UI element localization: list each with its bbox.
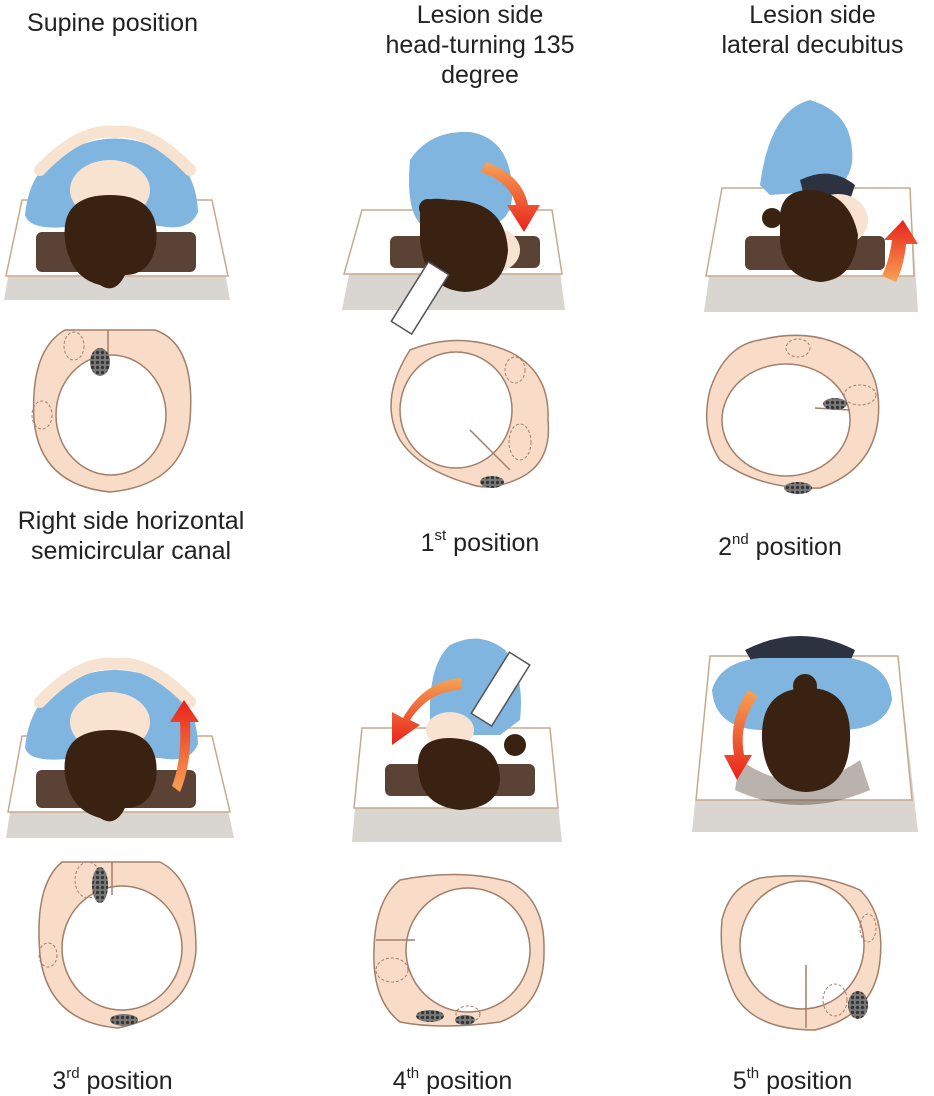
label-4th-position: 4th position — [392, 1064, 513, 1095]
patient-second-position — [704, 100, 918, 312]
label-decubitus-line2: lateral decubitus — [721, 31, 904, 59]
label-1st-position: 1st position — [420, 526, 540, 557]
curved-arrow — [882, 220, 918, 282]
label-head-turn-line3: degree — [441, 61, 519, 89]
canal-third-position — [38, 861, 197, 1029]
curved-arrow — [392, 678, 462, 745]
face — [426, 712, 474, 748]
label-canal-line2: semicircular canal — [30, 537, 232, 565]
label-canal-line1: Right side horizontal — [17, 507, 245, 535]
canal-second-position — [705, 334, 880, 494]
patient-fifth-position — [692, 636, 918, 832]
hair — [420, 198, 508, 292]
otolith-cluster — [90, 348, 110, 376]
canal-supine — [31, 329, 192, 493]
patient-fourth-position — [352, 638, 562, 842]
otolith-cluster — [784, 482, 812, 494]
hair — [761, 688, 851, 792]
canal-fifth-position — [720, 874, 882, 1031]
otolith-cluster — [455, 1015, 475, 1025]
hair — [780, 189, 858, 282]
vr-goggles-device — [470, 651, 531, 728]
curved-arrow — [724, 690, 758, 780]
arms-overhead — [34, 657, 196, 708]
otolith-cluster — [92, 867, 108, 903]
label-3rd-position: 3rd position — [52, 1064, 173, 1095]
label-lesion-side-lateral-decubitus: Lesion side lateral decubitus — [690, 0, 934, 60]
label-decubitus-line1: Lesion side — [749, 1, 876, 29]
arms-overhead — [34, 125, 196, 176]
curved-arrow — [170, 700, 199, 792]
patient-supine — [4, 125, 230, 300]
label-right-horizontal-canal: Right side horizontal semicircular canal — [0, 506, 262, 566]
patient-first-position — [342, 131, 565, 336]
canal-first-position — [390, 339, 550, 488]
label-5th-position: 5th position — [732, 1064, 853, 1095]
otolith-cluster — [823, 398, 847, 410]
otolith-cluster — [416, 1010, 444, 1022]
vr-goggles-device — [390, 260, 450, 336]
curved-arrow — [481, 162, 540, 232]
label-head-turn-line2: head-turning 135 — [385, 31, 575, 59]
hair — [64, 730, 157, 822]
label-supine-position: Supine position — [27, 9, 198, 37]
otolith-cluster — [110, 1014, 138, 1026]
label-head-turn-line1: Lesion side — [416, 1, 544, 29]
hair — [417, 738, 500, 810]
canal-fourth-position — [373, 873, 545, 1027]
shirt — [760, 100, 853, 195]
hair — [64, 195, 157, 289]
patient-third-position — [6, 657, 234, 838]
otolith-cluster — [480, 476, 504, 488]
otolith-cluster — [848, 991, 868, 1019]
label-lesion-side-head-turning: Lesion side head-turning 135 degree — [370, 0, 590, 90]
label-2nd-position: 2nd position — [718, 530, 842, 561]
